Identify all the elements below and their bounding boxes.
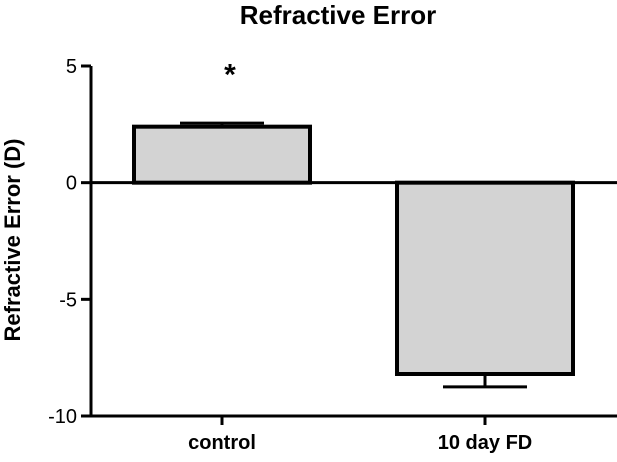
- text-layer: Refractive Error Refractive Error (D) co…: [0, 0, 532, 454]
- bar-0: [132, 124, 312, 185]
- y-tick-label-2: -5: [59, 289, 77, 311]
- y-tick-label-1: 0: [66, 173, 77, 195]
- y-tick-label-3: -10: [48, 406, 77, 428]
- axes-layer: [81, 64, 617, 425]
- bar-1: [395, 180, 575, 376]
- x-tick-label-1: 10 day FD: [438, 432, 532, 454]
- y-tick-label-0: 5: [66, 56, 77, 78]
- bars-layer: [132, 124, 575, 376]
- x-tick-label-0: control: [188, 432, 256, 454]
- significance-marker: *: [224, 59, 236, 92]
- y-axis-label: Refractive Error (D): [0, 139, 25, 342]
- chart-title: Refractive Error: [240, 0, 437, 30]
- error-bars-layer: [180, 121, 527, 389]
